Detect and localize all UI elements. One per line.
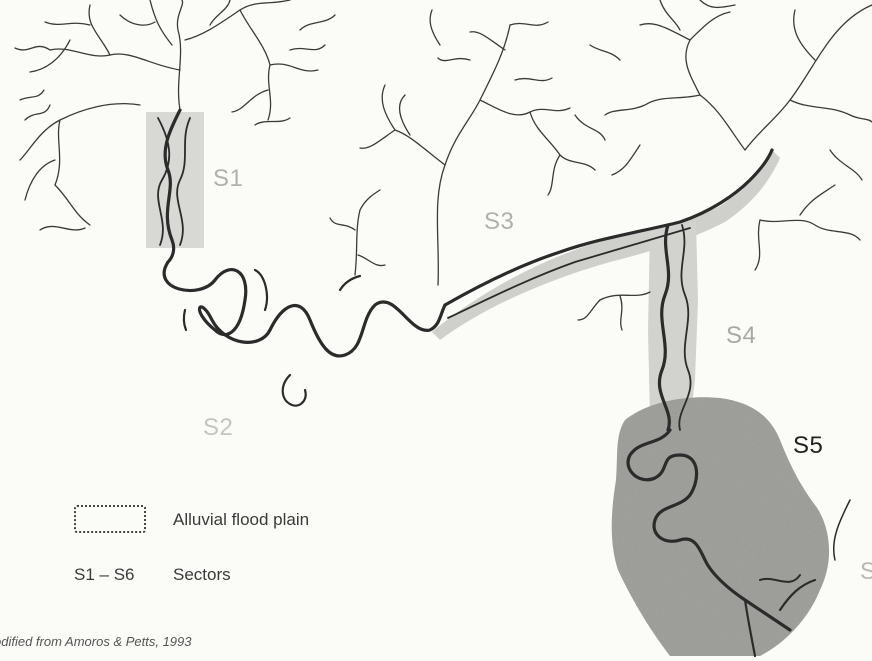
sector-label-s2: S2 (203, 414, 233, 442)
tributaries-s3 (330, 10, 605, 285)
sector-label-s1: S1 (213, 165, 243, 193)
source-credit: odified from Amoros & Petts, 1993 (0, 634, 192, 649)
legend-sectors-key: S1 – S6 (74, 565, 135, 585)
floodplain-areas (146, 112, 829, 656)
legend-floodplain-swatch (74, 505, 146, 533)
tributaries-right (578, 0, 872, 330)
sector-label-s3: S3 (484, 208, 514, 236)
floodplain-s1 (146, 112, 204, 248)
sector-label-s6-partial: S (860, 558, 872, 586)
sector-label-s5: S5 (793, 432, 823, 460)
legend-sectors-label: Sectors (173, 565, 231, 585)
floodplain-s3 (432, 150, 780, 340)
sector-label-s4: S4 (726, 322, 756, 350)
legend-floodplain-label: Alluvial flood plain (173, 510, 309, 530)
